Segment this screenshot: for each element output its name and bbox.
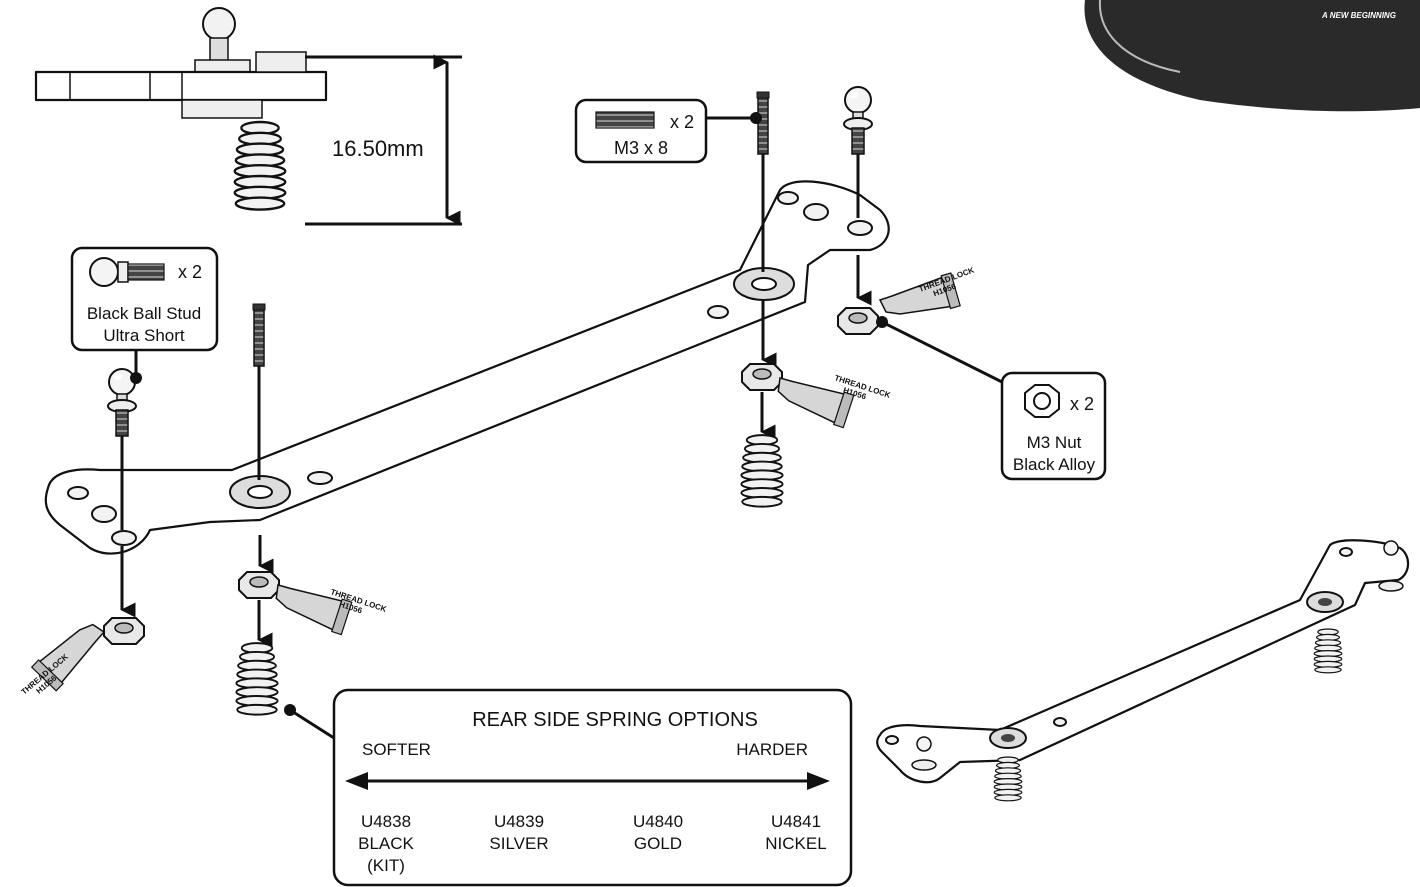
option-color: NICKEL — [765, 834, 826, 853]
option-color: SILVER — [489, 834, 548, 853]
spring-option-3: U4840 GOLD — [633, 812, 683, 853]
option-code: U4841 — [771, 812, 821, 831]
callout-set-screw: x 2 M3 x 8 — [574, 98, 762, 164]
thread-lock-tube-4: THREAD LOCK H1056 — [20, 619, 119, 697]
ball-stud-name-line1: Black Ball Stud — [87, 304, 201, 323]
ball-stud-name-line2: Ultra Short — [103, 326, 185, 345]
set-screw-qty: x 2 — [670, 112, 694, 132]
option-color: BLACK — [358, 834, 414, 853]
nut-center-right — [741, 363, 783, 391]
spring-left — [235, 642, 279, 716]
harder-label: HARDER — [736, 740, 808, 759]
option-code: U4839 — [494, 812, 544, 831]
height-detail-view: 16.50mm — [34, 7, 462, 226]
ball-stud-qty: x 2 — [178, 262, 202, 282]
set-screw-left — [252, 303, 266, 367]
spring-options-panel: REAR SIDE SPRING OPTIONS SOFTER HARDER U… — [284, 688, 853, 887]
nut-right — [837, 307, 879, 335]
logo-tagline: A NEW BEGINNING — [1321, 11, 1396, 20]
option-color: GOLD — [634, 834, 682, 853]
thread-lock-tube-3: THREAD LOCK H1056 — [269, 561, 388, 643]
nut-left — [103, 617, 145, 645]
nut-qty: x 2 — [1070, 394, 1094, 414]
option-code: U4838 — [361, 812, 411, 831]
dimension-label: 16.50mm — [332, 136, 424, 161]
spring-option-4: U4841 NICKEL — [765, 812, 826, 853]
spring-option-2: U4839 SILVER — [489, 812, 548, 853]
nut-name-line2: Black Alloy — [1013, 455, 1096, 474]
thread-lock-tube-2: THREAD LOCK H1056 — [771, 354, 892, 436]
assembled-view — [876, 539, 1410, 802]
link-plate — [44, 180, 890, 555]
nut-center-left — [238, 571, 280, 599]
spring-right — [740, 434, 784, 508]
ball-stud-right — [843, 86, 873, 155]
set-screw-name: M3 x 8 — [614, 138, 668, 158]
spring-options-title: REAR SIDE SPRING OPTIONS — [472, 709, 758, 731]
callout-ball-stud: x 2 Black Ball Stud Ultra Short — [70, 246, 219, 384]
option-code: U4840 — [633, 812, 683, 831]
softer-label: SOFTER — [362, 740, 431, 759]
nut-name-line1: M3 Nut — [1027, 433, 1082, 452]
thread-lock-tube-1: THREAD LOCK H1056 — [879, 265, 976, 315]
callout-nut: x 2 M3 Nut Black Alloy — [876, 316, 1107, 481]
brand-logo: A NEW BEGINNING — [1084, 0, 1420, 112]
option-note: (KIT) — [367, 856, 405, 875]
spring-option-1: U4838 BLACK (KIT) — [358, 812, 414, 875]
